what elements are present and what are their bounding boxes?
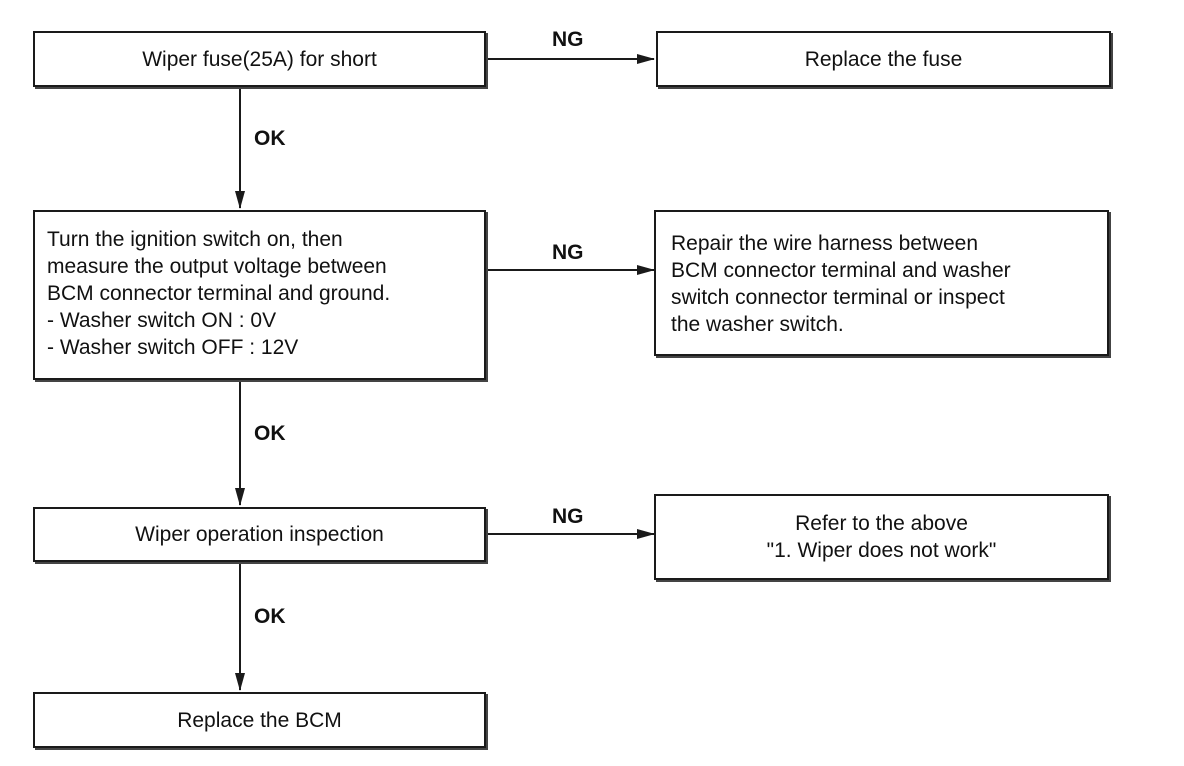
refer-above-line: Refer to the above [795, 512, 968, 535]
fuse-check-box: Wiper fuse(25A) for short [33, 31, 486, 87]
repair-harness-box: Repair the wire harness between BCM conn… [654, 210, 1109, 356]
replace-fuse-text: Replace the fuse [804, 47, 963, 71]
measure-voltage-box: Turn the ignition switch on, then measur… [33, 210, 486, 380]
repair-harness-line: the washer switch. [671, 313, 844, 336]
measure-voltage-line: Turn the ignition switch on, then [47, 228, 343, 251]
refer-above-line: "1. Wiper does not work" [766, 539, 997, 562]
edge-label-ng: NG [552, 505, 584, 528]
wiper-inspection-text: Wiper operation inspection [135, 523, 384, 546]
measure-voltage-line: BCM connector terminal and ground. [47, 282, 391, 305]
measure-voltage-line: measure the output voltage between [47, 255, 387, 278]
measure-voltage-line: - Washer switch OFF : 12V [47, 336, 299, 359]
repair-harness-line: BCM connector terminal and washer [671, 259, 1011, 282]
edge-label-ng: NG [552, 28, 584, 51]
edge-label-ng: NG [552, 241, 584, 264]
measure-voltage-line: - Washer switch ON : 0V [47, 309, 277, 332]
repair-harness-line: Repair the wire harness between [671, 232, 979, 255]
replace-fuse-box: Replace the fuse [656, 31, 1111, 87]
edge-label-ok: OK [254, 127, 286, 150]
replace-bcm-box: Replace the BCM [33, 692, 486, 748]
refer-above-box: Refer to the above "1. Wiper does not wo… [654, 494, 1109, 580]
fuse-check-text: Wiper fuse(25A) for short [142, 47, 377, 71]
wiper-inspection-box: Wiper operation inspection [33, 507, 486, 562]
edge-label-ok: OK [254, 605, 286, 628]
edge-label-ok: OK [254, 422, 286, 445]
repair-harness-line: switch connector terminal or inspect [671, 286, 1005, 309]
replace-bcm-text: Replace the BCM [177, 708, 342, 732]
